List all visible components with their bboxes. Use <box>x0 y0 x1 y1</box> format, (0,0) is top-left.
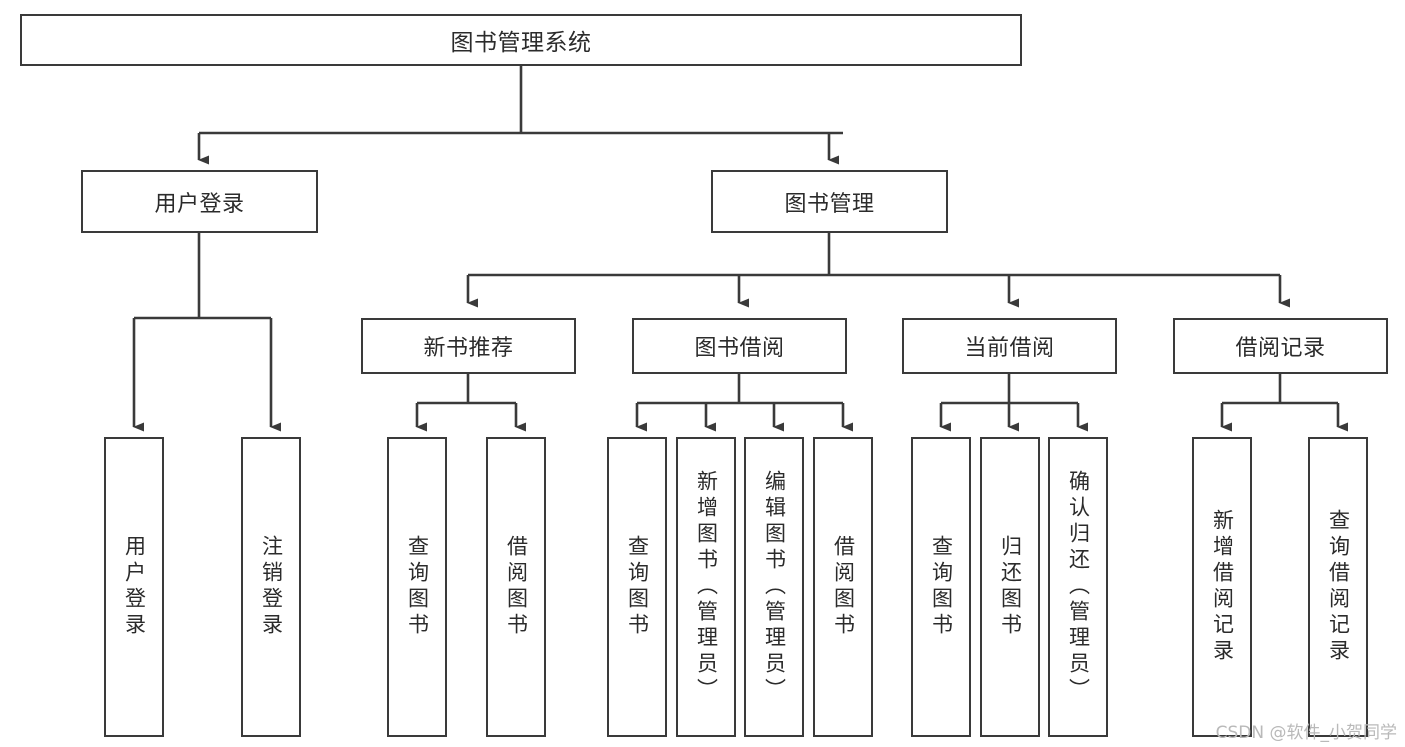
leaf-current-confirm-return-admin[interactable]: 确认归还（管理员） <box>1048 437 1108 737</box>
node-book-borrow[interactable]: 图书借阅 <box>632 318 847 374</box>
node-label: 新增图书（管理员） <box>694 470 719 704</box>
node-label: 注销登录 <box>259 535 284 639</box>
node-root-system[interactable]: 图书管理系统 <box>20 14 1022 66</box>
node-user-login[interactable]: 用户登录 <box>81 170 318 233</box>
node-book-management[interactable]: 图书管理 <box>711 170 948 233</box>
leaf-borrow-borrow-book[interactable]: 借阅图书 <box>813 437 873 737</box>
leaf-borrow-query-book[interactable]: 查询图书 <box>607 437 667 737</box>
node-label: 查询借阅记录 <box>1326 509 1351 665</box>
node-new-book-recommend[interactable]: 新书推荐 <box>361 318 576 374</box>
leaf-user-logout[interactable]: 注销登录 <box>241 437 301 737</box>
leaf-record-add-record[interactable]: 新增借阅记录 <box>1192 437 1252 737</box>
leaf-borrow-edit-book-admin[interactable]: 编辑图书（管理员） <box>744 437 804 737</box>
node-label: 查询图书 <box>625 535 650 639</box>
node-label: 借阅记录 <box>1235 336 1326 361</box>
node-label: 新增借阅记录 <box>1210 509 1235 665</box>
node-label: 编辑图书（管理员） <box>762 470 787 704</box>
watermark-text: CSDN @软件_小贺同学 <box>1215 723 1397 743</box>
leaf-current-return-book[interactable]: 归还图书 <box>980 437 1040 737</box>
node-borrow-record[interactable]: 借阅记录 <box>1173 318 1388 374</box>
node-label: 新书推荐 <box>423 336 514 361</box>
node-label: 图书借阅 <box>694 336 785 361</box>
leaf-user-login[interactable]: 用户登录 <box>104 437 164 737</box>
node-current-borrow[interactable]: 当前借阅 <box>902 318 1117 374</box>
leaf-borrow-add-book-admin[interactable]: 新增图书（管理员） <box>676 437 736 737</box>
leaf-recommend-query-book[interactable]: 查询图书 <box>387 437 447 737</box>
leaf-recommend-borrow-book[interactable]: 借阅图书 <box>486 437 546 737</box>
node-label: 用户登录 <box>154 191 245 217</box>
node-label: 用户登录 <box>122 535 147 639</box>
node-label: 查询图书 <box>405 535 430 639</box>
node-label: 确认归还（管理员） <box>1066 470 1091 704</box>
leaf-current-query-book[interactable]: 查询图书 <box>911 437 971 737</box>
leaf-record-query-record[interactable]: 查询借阅记录 <box>1308 437 1368 737</box>
node-label: 归还图书 <box>998 535 1023 639</box>
node-label: 图书管理系统 <box>450 30 592 56</box>
node-label: 图书管理 <box>784 191 875 217</box>
node-label: 借阅图书 <box>504 535 529 639</box>
node-label: 借阅图书 <box>831 535 856 639</box>
node-label: 查询图书 <box>929 535 954 639</box>
node-label: 当前借阅 <box>964 336 1055 361</box>
